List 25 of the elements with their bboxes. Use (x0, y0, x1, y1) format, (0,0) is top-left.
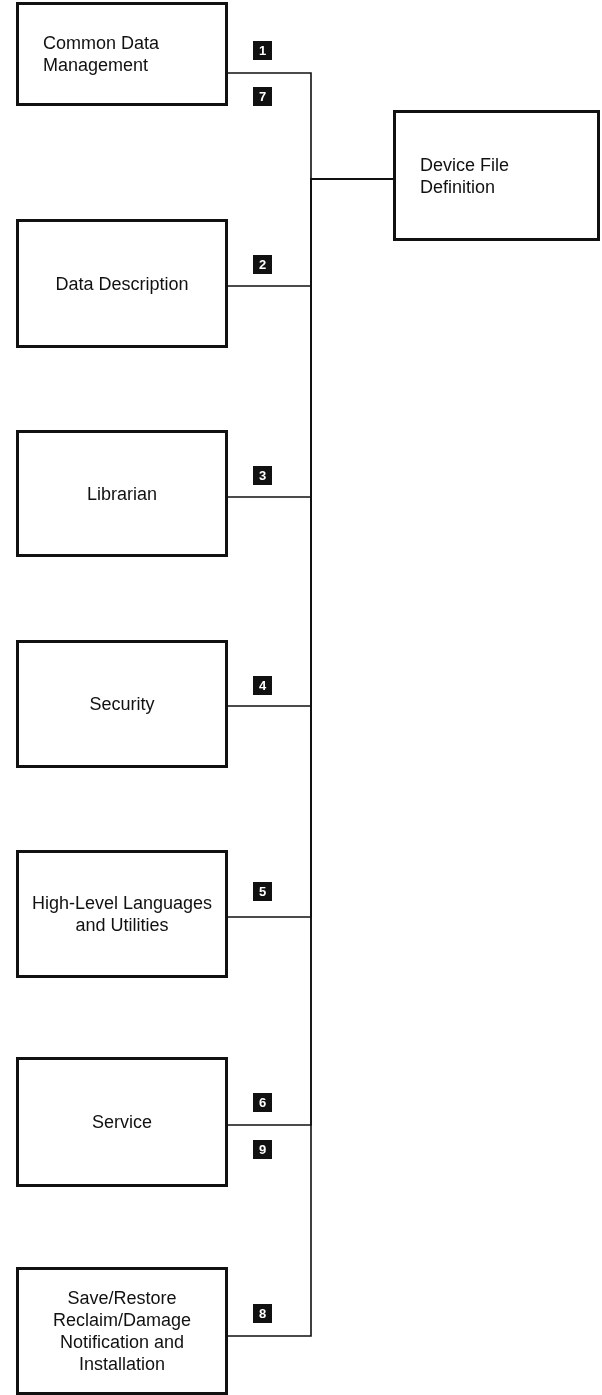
box-label: Device File Definition (420, 153, 511, 198)
callout-number: 7 (253, 87, 272, 106)
process-box (16, 430, 228, 557)
process-box (16, 640, 228, 768)
box-label: Save/Restore Reclaim/Damage Notification and Installation (51, 1287, 193, 1375)
callout-number: 6 (253, 1093, 272, 1112)
process-box (16, 1057, 228, 1187)
process-box (16, 1267, 228, 1395)
process-box (16, 2, 228, 106)
box-label: Data Description (55, 272, 189, 295)
callout-number: 1 (253, 41, 272, 60)
callout-number: 8 (253, 1304, 272, 1323)
callout-number: 9 (253, 1140, 272, 1159)
callout-number: 5 (253, 882, 272, 901)
callout-number: 3 (253, 466, 272, 485)
process-box (16, 850, 228, 978)
process-box (393, 110, 600, 241)
callout-number: 4 (253, 676, 272, 695)
box-label: Librarian (86, 482, 157, 505)
box-label: Service (92, 1111, 152, 1133)
box-label: High-Level Languages and Utilities (30, 892, 214, 936)
box-label: Common Data Management (43, 32, 161, 76)
process-box (16, 219, 228, 348)
callout-number: 2 (253, 255, 272, 274)
box-label: Security (89, 693, 155, 715)
